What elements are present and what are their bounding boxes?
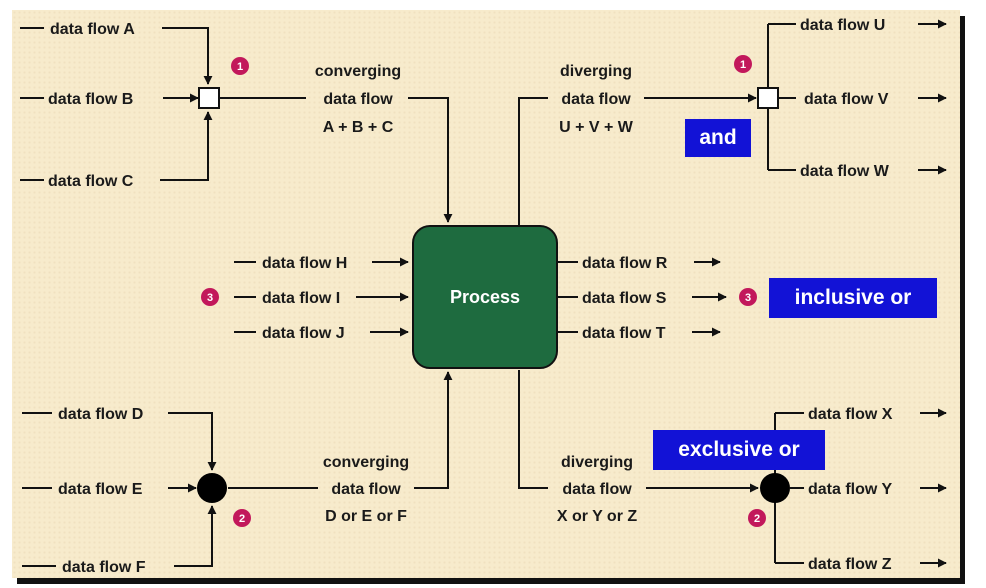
- line-process-to-uvw: [518, 97, 548, 226]
- svg-text:2: 2: [239, 513, 245, 525]
- label-data-flow-j: data flow J: [262, 325, 345, 342]
- diverging-uvw-line2: data flow: [561, 91, 631, 108]
- label-data-flow-r: data flow R: [582, 255, 668, 272]
- line-a-to-junction: [162, 27, 213, 85]
- process-box: [412, 225, 558, 369]
- label-data-flow-b: data flow B: [48, 91, 133, 108]
- label-data-flow-z: data flow Z: [808, 556, 892, 573]
- diverging-xyz-line2: data flow: [562, 481, 632, 498]
- diverging-xyz-line1: diverging: [561, 454, 633, 471]
- line-process-to-xyz: [518, 370, 548, 489]
- and-junction-left: [198, 87, 220, 109]
- marker-ior-left: 3: [201, 288, 219, 306]
- label-data-flow-e: data flow E: [58, 481, 143, 498]
- marker-and-left: 1: [231, 57, 249, 75]
- converging-def-line3: D or E or F: [325, 508, 407, 525]
- and-junction-right: [757, 87, 779, 109]
- converging-def-line1: converging: [323, 454, 409, 471]
- line-d-to-junction: [168, 412, 217, 471]
- line-def-to-process: [414, 371, 453, 489]
- line-c-to-junction: [160, 111, 213, 181]
- converging-abc-line2: data flow: [323, 91, 393, 108]
- xor-junction-right: [760, 473, 790, 503]
- diverging-uvw-line3: U + V + W: [559, 119, 634, 136]
- label-data-flow-h: data flow H: [262, 255, 347, 272]
- svg-text:3: 3: [745, 292, 751, 304]
- svg-text:2: 2: [754, 513, 760, 525]
- line-abc-to-process: [408, 97, 453, 223]
- diverging-uvw-line1: diverging: [560, 63, 632, 80]
- label-data-flow-y: data flow Y: [808, 481, 892, 498]
- converging-abc-line1: converging: [315, 63, 401, 80]
- converging-abc-line3: A + B + C: [323, 119, 394, 136]
- label-data-flow-i: data flow I: [262, 290, 340, 307]
- process-label: Process: [450, 287, 520, 307]
- label-data-flow-w: data flow W: [800, 163, 890, 180]
- marker-and-right: 1: [734, 55, 752, 73]
- callout-and: and: [685, 119, 751, 157]
- label-data-flow-c: data flow C: [48, 173, 134, 190]
- marker-xor-left: 2: [233, 509, 251, 527]
- svg-text:1: 1: [740, 59, 746, 71]
- line-f-to-junction: [174, 505, 217, 567]
- diverging-xyz-line3: X or Y or Z: [557, 508, 638, 525]
- xor-junction-left: [197, 473, 227, 503]
- callout-exclusive-or: exclusive or: [653, 430, 825, 470]
- callout-inclusive-or: inclusive or: [769, 278, 937, 318]
- label-data-flow-s: data flow S: [582, 290, 667, 307]
- label-data-flow-v: data flow V: [804, 91, 889, 108]
- label-data-flow-a: data flow A: [50, 21, 135, 38]
- label-data-flow-f: data flow F: [62, 559, 146, 576]
- svg-text:3: 3: [207, 292, 213, 304]
- converging-def-line2: data flow: [331, 481, 401, 498]
- label-data-flow-d: data flow D: [58, 406, 143, 423]
- marker-xor-right: 2: [748, 509, 766, 527]
- marker-ior-right: 3: [739, 288, 757, 306]
- label-data-flow-t: data flow T: [582, 325, 666, 342]
- svg-text:1: 1: [237, 61, 243, 73]
- label-data-flow-x: data flow X: [808, 406, 893, 423]
- label-data-flow-u: data flow U: [800, 17, 885, 34]
